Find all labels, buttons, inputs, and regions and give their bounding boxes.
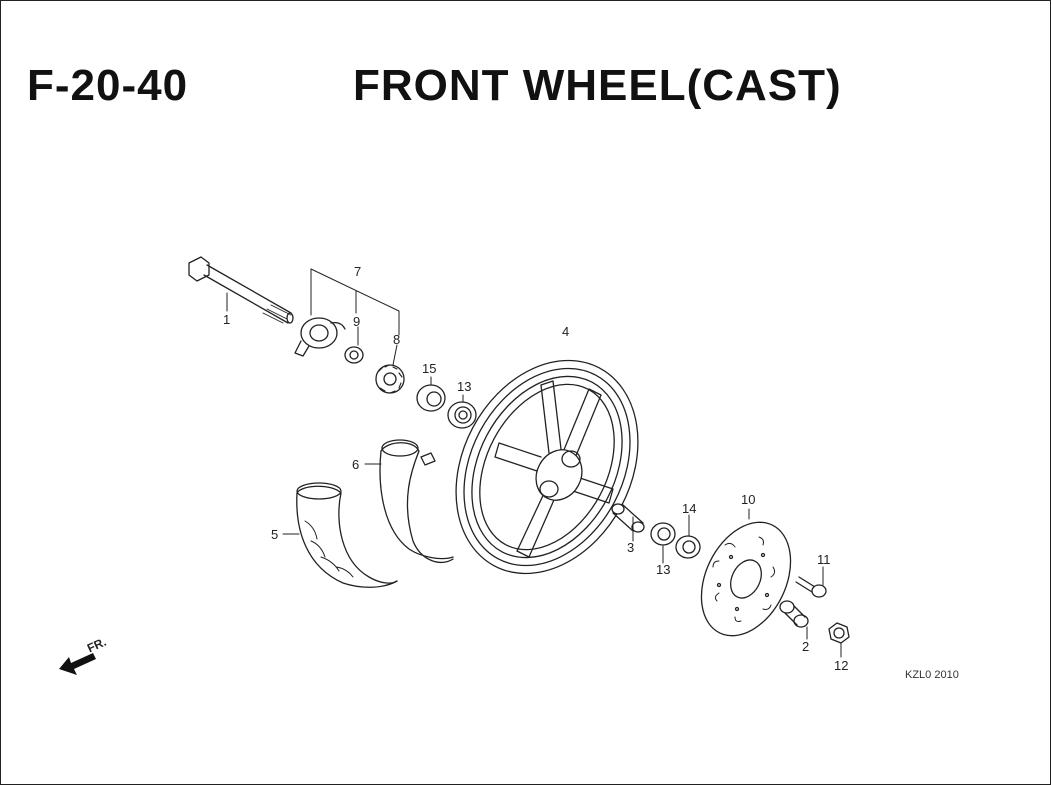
callout-6: 6 [352, 457, 359, 472]
callout-2: 2 [802, 639, 809, 654]
callout-1: 1 [223, 312, 230, 327]
page-code: F-20-40 [27, 61, 189, 110]
callout-11: 11 [817, 552, 831, 567]
callout-14: 14 [682, 501, 696, 516]
callout-8: 8 [393, 332, 400, 347]
dust-seal [416, 384, 446, 412]
speedometer-gearbox [294, 317, 346, 357]
axle-bolt [188, 256, 294, 324]
inner-tube [379, 439, 454, 564]
cast-wheel [455, 359, 639, 575]
arrow-front-icon [59, 653, 96, 675]
callout-13-lower: 13 [656, 562, 670, 577]
callout-7: 7 [354, 264, 361, 279]
assembly-bracket [310, 268, 400, 336]
bearing-upper [447, 401, 477, 429]
tire [296, 482, 398, 588]
speedometer-gear [375, 364, 405, 394]
callout-labels: 1 9 7 8 15 13 4 6 5 3 13 14 10 11 2 12 [223, 264, 848, 673]
catalog-code: KZL0 2010 [905, 669, 959, 681]
callout-10: 10 [741, 492, 755, 507]
callout-15: 15 [422, 361, 436, 376]
callout-5: 5 [271, 527, 278, 542]
axle-nut [828, 622, 850, 644]
side-collar [779, 600, 809, 628]
callout-9: 9 [353, 314, 360, 329]
dust-seal-14 [675, 535, 701, 559]
distance-collar [611, 503, 645, 533]
leader-lines [226, 292, 842, 658]
callout-3: 3 [627, 540, 634, 555]
page-title: FRONT WHEEL(CAST) [353, 61, 842, 110]
callout-4: 4 [562, 324, 569, 339]
washer-9 [344, 346, 364, 364]
bearing-lower [650, 522, 676, 546]
callout-13-upper: 13 [457, 379, 471, 394]
brake-disc [700, 521, 792, 637]
callout-12: 12 [834, 658, 848, 673]
disc-bolt [795, 576, 827, 598]
